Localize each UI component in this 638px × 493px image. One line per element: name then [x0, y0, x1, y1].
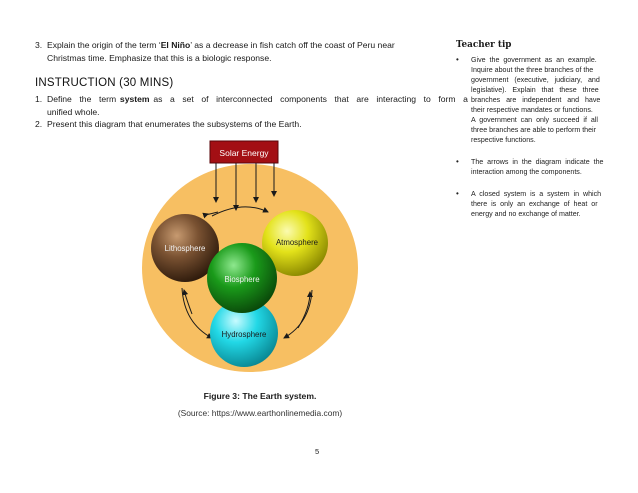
interaction-arrows	[181, 206, 313, 339]
teacher-tip-1: • Give the government as an example. Inq…	[456, 55, 616, 150]
question-3: 3. Explain the origin of the term ‘El Ni…	[35, 39, 425, 65]
teacher-tip-title: Teacher tip	[456, 40, 512, 50]
instruction-item-1-line-1: Define the term system as a set of inter…	[47, 94, 468, 104]
earth-system-diagram: Solar Energy Lithosphere Atmosphere Bios…	[142, 140, 358, 372]
el-nino-term: El Niño	[160, 40, 191, 50]
instruction-item-1: 1. Define the term system as a set of in…	[35, 93, 468, 119]
instruction-item-1-number: 1.	[35, 94, 43, 104]
bullet-icon: •	[456, 55, 459, 64]
system-term: system	[119, 94, 150, 104]
teacher-tip-3: • A closed system is a system in which t…	[456, 189, 616, 221]
biosphere-sphere	[207, 243, 277, 313]
atmosphere-label: Atmosphere	[276, 238, 318, 247]
teacher-tip-3-text: A closed system is a system in which the…	[471, 190, 602, 218]
question-3-line-2: Christmas time. Emphasize that this is a…	[47, 53, 272, 63]
bullet-icon: •	[456, 189, 459, 198]
solar-arrows	[213, 163, 277, 211]
lithosphere-sphere	[151, 214, 219, 282]
figure-source: (Source: https://www.earthonlinemedia.co…	[177, 408, 343, 418]
solar-energy-label: Solar Energy	[219, 148, 269, 158]
teacher-tip-2: • The arrows in the diagram indicate the…	[456, 157, 616, 179]
figure-caption: Figure 3: The Earth system.	[203, 391, 317, 401]
lithosphere-label: Lithosphere	[165, 244, 206, 253]
biosphere-label: Biosphere	[224, 275, 259, 284]
atmosphere-sphere	[262, 210, 328, 276]
instruction-heading: INSTRUCTION (30 MINS)	[35, 77, 174, 89]
solar-energy-box	[209, 140, 279, 164]
instruction-item-2: 2. Present this diagram that enumerates …	[35, 118, 445, 132]
bullet-icon: •	[456, 157, 459, 166]
teacher-tip-1-text: Give the government as an example. Inqui…	[471, 56, 601, 144]
instruction-item-2-number: 2.	[35, 119, 43, 129]
instruction-item-2-text: Present this diagram that enumerates the…	[47, 119, 302, 129]
question-3-number: 3.	[35, 40, 43, 50]
question-3-line-1: Explain the origin of the term ‘El Niño’…	[47, 40, 395, 50]
page-number: 5	[315, 447, 320, 456]
hydrosphere-label: Hydrosphere	[222, 330, 267, 339]
instruction-item-1-line-2: unified whole.	[47, 107, 100, 117]
teacher-tip-2-text: The arrows in the diagram indicate the i…	[471, 158, 604, 176]
hydrosphere-sphere	[210, 299, 278, 367]
